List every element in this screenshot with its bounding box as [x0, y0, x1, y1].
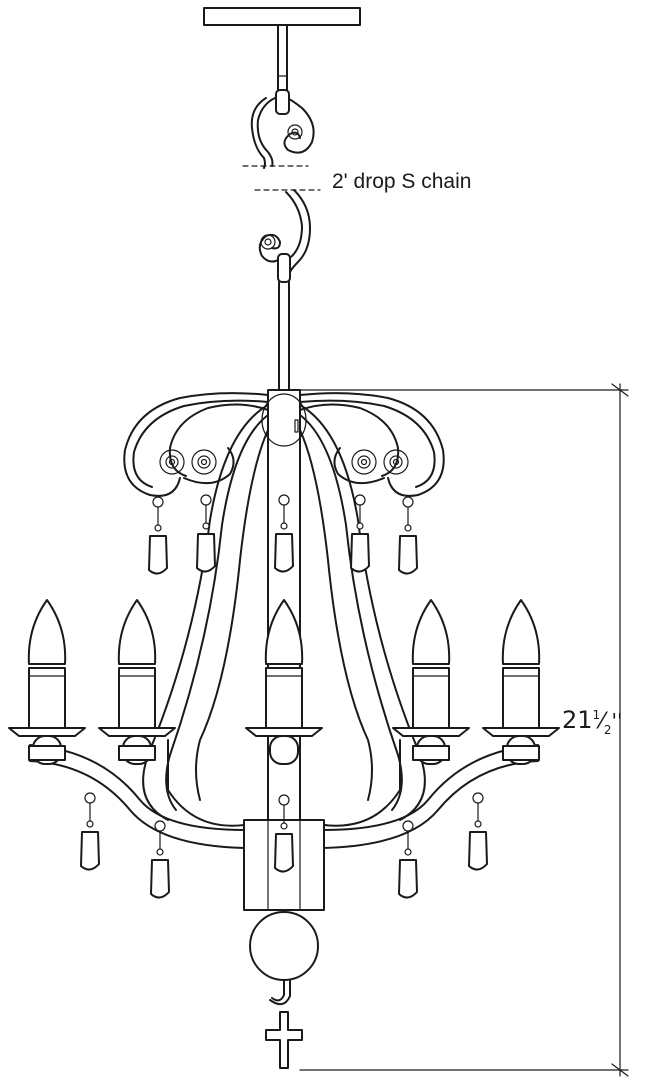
top-rod: [277, 24, 288, 96]
left-upper-scrolls: [123, 392, 269, 497]
candle-5: [482, 599, 560, 765]
crystal-drop-9: [398, 820, 418, 899]
bottom-hook: [269, 979, 291, 1006]
sweeping-arms: [142, 404, 426, 821]
height-fraction-denominator: 2: [603, 722, 612, 737]
height-fraction-slash: ⁄: [600, 709, 604, 734]
crystal-drop-3: [274, 494, 294, 573]
cross-pendant: [265, 1011, 303, 1069]
height-fraction-numerator: 1: [592, 708, 601, 722]
chain-drop-label: 2' drop S chain: [332, 170, 472, 193]
crystal-drop-8: [274, 794, 294, 873]
height-dimension-line: [299, 383, 629, 1077]
height-dimension-label: 211⁄2'': [562, 706, 623, 737]
crystal-drop-7: [150, 820, 170, 899]
ceiling-canopy: [203, 7, 361, 26]
lower-rod: [278, 281, 290, 391]
crystal-drop-10: [468, 792, 488, 871]
height-whole: 21: [562, 706, 593, 734]
s-chain-upper-link: [250, 89, 315, 169]
right-upper-scrolls: [299, 392, 445, 497]
crystal-drop-1: [148, 496, 168, 575]
candle-2: [98, 599, 176, 765]
candle-1: [8, 599, 86, 765]
candle-4: [392, 599, 470, 765]
crystal-drop-5: [398, 496, 418, 575]
finial-ball: [249, 911, 319, 981]
crystal-drop-6: [80, 792, 100, 871]
s-chain-lower-link: [258, 189, 311, 283]
crystal-drop-4: [350, 494, 370, 573]
lower-arms: [29, 744, 539, 849]
candle-3: [245, 599, 323, 765]
chain-break-marks: [242, 165, 321, 191]
height-unit: '': [611, 709, 623, 733]
crystal-drop-2: [196, 494, 216, 573]
